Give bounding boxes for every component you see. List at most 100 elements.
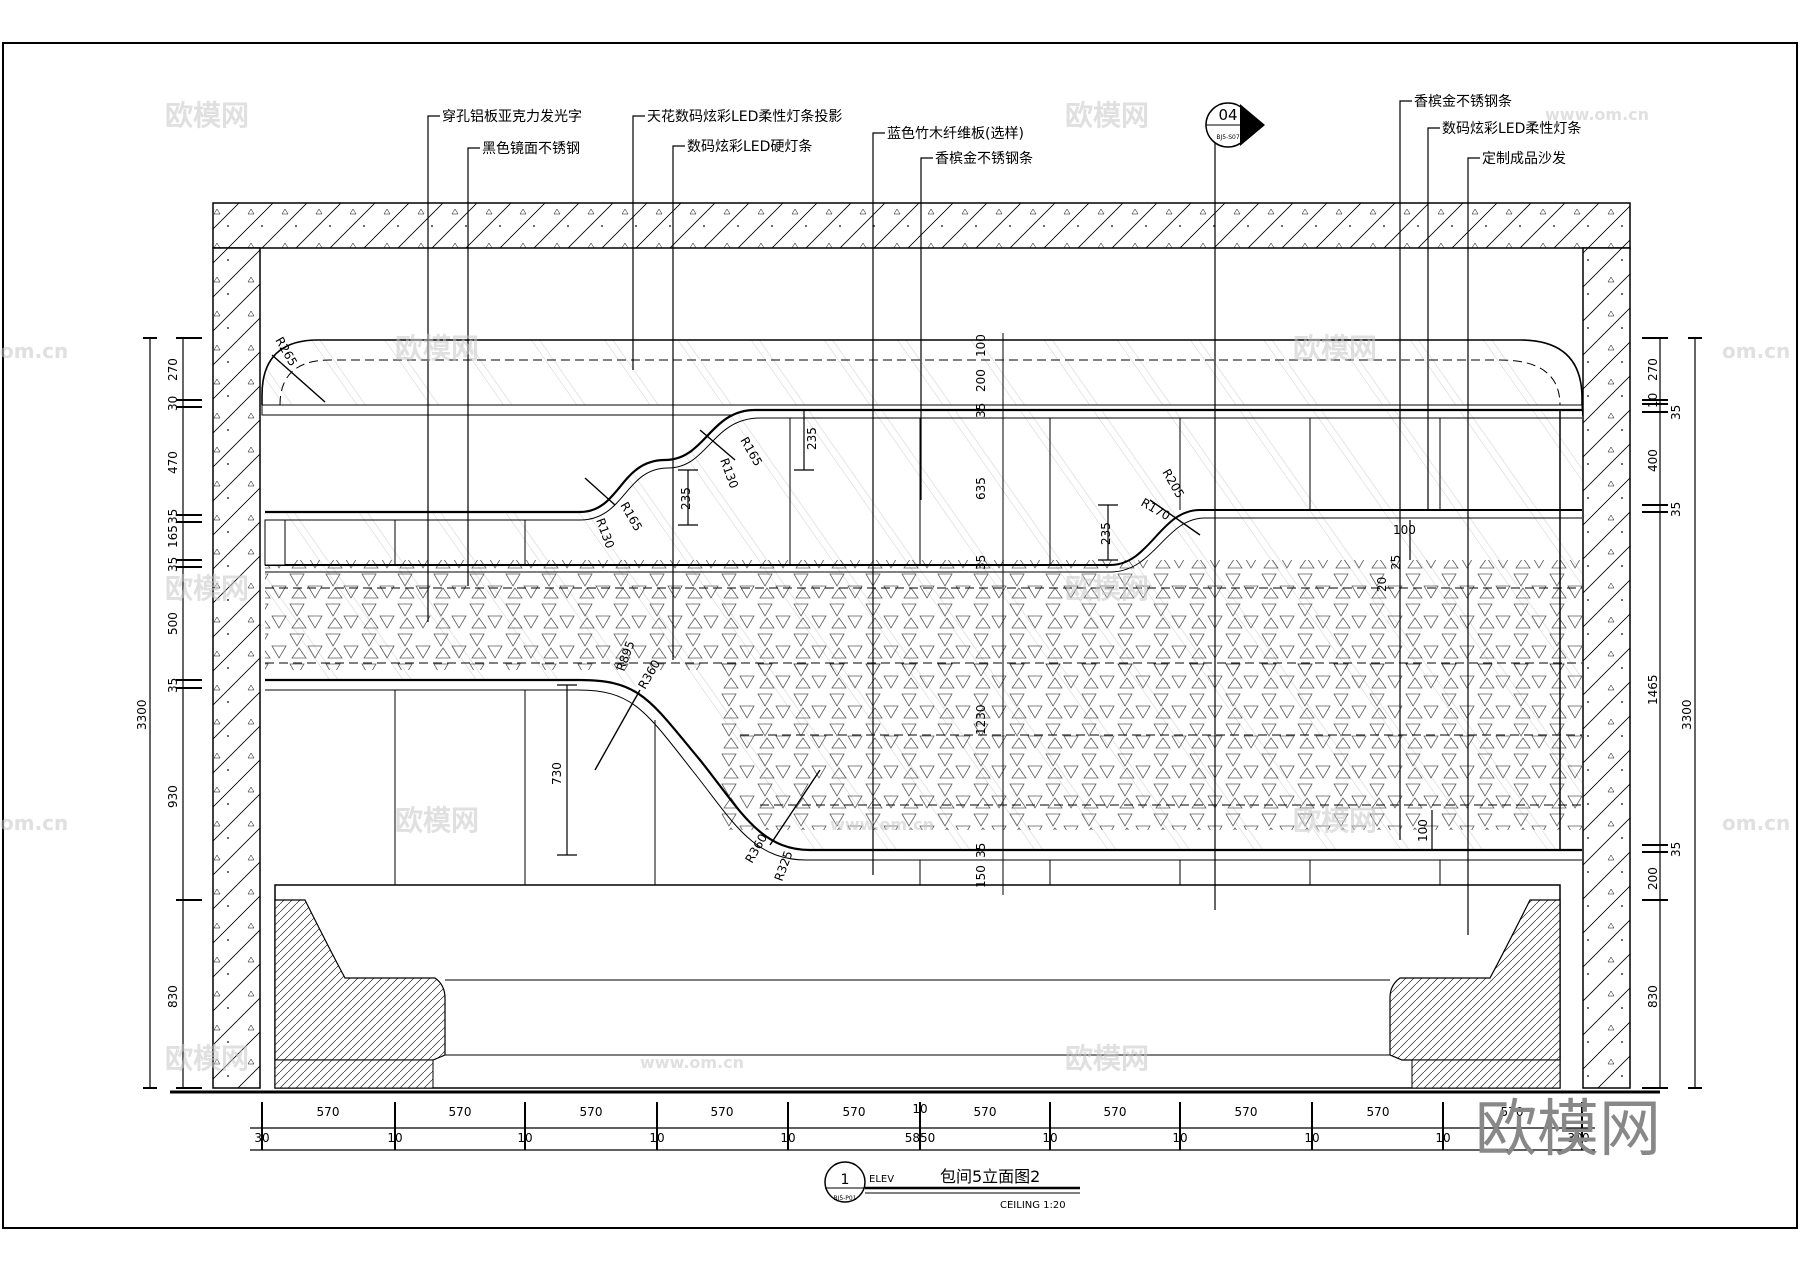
bottom-gap-4: 10 xyxy=(649,1131,664,1145)
right-dim-400: 400 xyxy=(1646,449,1660,472)
watermark-1: 欧模网 xyxy=(165,99,249,132)
watermarks: 欧模网 欧模网 欧模网 欧模网 欧模网 欧模网 欧模网 欧模网 欧模网 欧模网 … xyxy=(0,99,1790,1075)
watermark-6: 欧模网 xyxy=(1065,572,1149,605)
bottom-span-9: 570 xyxy=(1367,1105,1390,1119)
watermark-url-6: www.om.cn xyxy=(640,1053,744,1072)
right-dim-35-c: 35 xyxy=(1669,842,1683,857)
watermark-2: 欧模网 xyxy=(1065,99,1149,132)
bottom-gap-6: 10 xyxy=(1172,1131,1187,1145)
inner-dim-35-a: 35 xyxy=(974,403,988,418)
title-sheet: BJ5-P01 xyxy=(833,1195,856,1202)
inner-dim-200: 200 xyxy=(974,369,988,392)
section-marker-sheet: BJ5-S07 xyxy=(1216,134,1239,141)
bottom-gap-10: 10 xyxy=(1574,1131,1589,1145)
watermark-8: 欧模网 xyxy=(1293,804,1377,837)
right-dim-1465: 1465 xyxy=(1646,674,1660,705)
left-dim-165: 165 xyxy=(166,525,180,548)
left-dim-30: 30 xyxy=(166,396,180,411)
right-dim-200: 200 xyxy=(1646,867,1660,890)
sheet-border xyxy=(2,42,1798,1229)
bottom-span-6: 570 xyxy=(974,1105,997,1119)
bottom-span-2: 570 xyxy=(449,1105,472,1119)
right-dim-830: 830 xyxy=(1646,985,1660,1008)
right-dim-270: 270 xyxy=(1646,358,1660,381)
bottom-span-7: 570 xyxy=(1104,1105,1127,1119)
bottom-mid-gap: 10 xyxy=(912,1102,927,1116)
callout-bamboo-board: 蓝色竹木纤维板(选样) xyxy=(887,125,1024,142)
feature-panel xyxy=(264,408,1582,885)
title-code: ELEV xyxy=(869,1174,894,1185)
callout-custom-sofa: 定制成品沙发 xyxy=(1482,151,1566,167)
bottom-total: 5850 xyxy=(905,1131,936,1145)
bottom-span-3: 570 xyxy=(580,1105,603,1119)
sofa xyxy=(274,884,1561,1089)
watermark-url-2: om.cn xyxy=(0,339,68,363)
bottom-gap-9: 10 xyxy=(1042,1131,1057,1145)
title-number: 1 xyxy=(841,1172,850,1188)
inner-dimensions: 100 200 35 635 35 1230 35 150 xyxy=(974,333,1004,895)
left-dim-470: 470 xyxy=(166,451,180,474)
watermark-url-4: om.cn xyxy=(0,811,68,835)
callout-ceiling-led-projection: 天花数码炫彩LED柔性灯条投影 xyxy=(647,108,842,125)
dim-25: 25 xyxy=(1389,555,1403,570)
title-name: 包间5立面图2 xyxy=(940,1167,1040,1186)
callout-leaders xyxy=(427,100,1480,935)
bottom-span-10: 570 xyxy=(1501,1105,1524,1119)
inner-dim-35-c: 35 xyxy=(974,843,988,858)
callout-black-mirror-steel: 黑色镜面不锈钢 xyxy=(482,140,580,157)
left-dim-830: 830 xyxy=(166,985,180,1008)
inner-dim-1230: 1230 xyxy=(974,704,988,735)
left-dimension-chain: 270 30 470 35 165 35 500 35 930 830 3300 xyxy=(135,337,202,1089)
bottom-gap-2: 10 xyxy=(387,1131,402,1145)
left-dim-500: 500 xyxy=(166,612,180,635)
dim-100-b: 100 xyxy=(1416,819,1430,842)
watermark-7: 欧模网 xyxy=(395,804,479,837)
watermark-url-5: om.cn xyxy=(1722,811,1790,835)
watermark-url-3: om.cn xyxy=(1722,339,1790,363)
local-dimension-text: 235 235 235 730 100 20 25 100 xyxy=(550,427,1430,842)
dim-235-b: 235 xyxy=(679,487,693,510)
watermark-4: 欧模网 xyxy=(1293,332,1377,365)
callout-champagne-steel-left: 香槟金不锈钢条 xyxy=(935,150,1033,167)
right-dim-35-a: 35 xyxy=(1669,405,1683,420)
right-dim-total: 3300 xyxy=(1680,699,1694,730)
dim-235-a: 235 xyxy=(805,427,819,450)
right-dim-10: 10 xyxy=(1646,393,1660,408)
radius-r325: R325 xyxy=(772,849,796,883)
callout-champagne-steel-right: 香槟金不锈钢条 xyxy=(1414,93,1512,110)
dim-100-a: 100 xyxy=(1393,523,1416,537)
watermark-url-7: www.om.cn xyxy=(830,815,934,834)
inner-dim-150: 150 xyxy=(974,865,988,888)
dim-20: 20 xyxy=(1375,577,1389,592)
bottom-gap-7: 10 xyxy=(1304,1131,1319,1145)
callout-perforated-aluminium: 穿孔铝板亚克力发光字 xyxy=(442,109,582,125)
callouts: 穿孔铝板亚克力发光字 黑色镜面不锈钢 天花数码炫彩LED柔性灯条投影 数码炫彩L… xyxy=(442,93,1581,167)
dim-235-c: 235 xyxy=(1099,522,1113,545)
left-dim-35-a: 35 xyxy=(166,509,180,524)
watermark-5: 欧模网 xyxy=(165,572,249,605)
bottom-span-8: 570 xyxy=(1235,1105,1258,1119)
local-dimensions xyxy=(557,409,1433,856)
title-scale: CEILING 1:20 xyxy=(1000,1200,1066,1211)
watermark-9: 欧模网 xyxy=(165,1042,249,1075)
left-dim-930: 930 xyxy=(166,785,180,808)
bottom-gap-8: 10 xyxy=(1435,1131,1450,1145)
drawing-title-block: 1 BJ5-P01 ELEV 包间5立面图2 CEILING 1:20 xyxy=(824,1161,1080,1211)
left-dim-270: 270 xyxy=(166,358,180,381)
bottom-gap-3: 10 xyxy=(517,1131,532,1145)
callout-led-flex-strip: 数码炫彩LED柔性灯条 xyxy=(1442,120,1581,137)
bottom-span-4: 570 xyxy=(711,1105,734,1119)
bottom-gap-5: 10 xyxy=(780,1131,795,1145)
section-marker-number: 04 xyxy=(1218,106,1237,124)
bottom-dimension-chain: 570 570 570 570 570 570 570 570 570 570 … xyxy=(250,1102,1595,1151)
bottom-gap-11: 30 xyxy=(1567,1131,1582,1145)
inner-dim-635: 635 xyxy=(974,477,988,500)
watermark-10: 欧模网 xyxy=(1065,1042,1149,1075)
radius-labels xyxy=(271,354,1201,846)
dim-730: 730 xyxy=(550,762,564,785)
corner-logo: 欧模网 xyxy=(1475,1092,1661,1165)
bottom-gap-1: 30 xyxy=(254,1131,269,1145)
inner-dim-35-b: 35 xyxy=(974,555,988,570)
left-dim-total: 3300 xyxy=(135,699,149,730)
